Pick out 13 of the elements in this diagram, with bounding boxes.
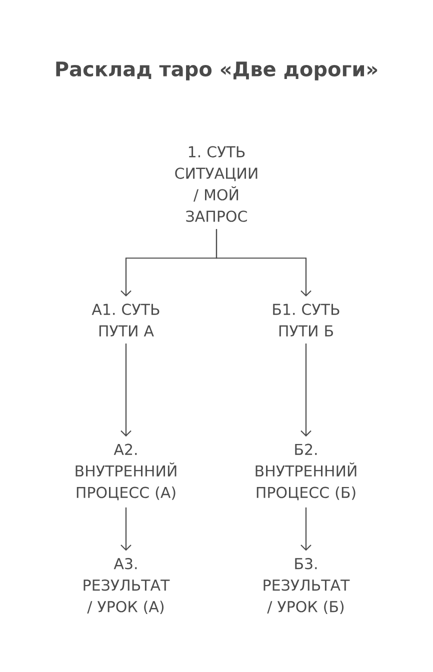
position-label: А1. СУТЬ ПУТИ А [92,304,160,336]
position-label: А3. РЕЗУЛЬТАТ / УРОК (А) [84,558,170,614]
arrow [300,507,312,551]
position-label: Б1. СУТЬ ПУТИ Б [273,304,340,336]
position-label: Б3. РЕЗУЛЬТАТ / УРОК (Б) [264,558,350,614]
title: Расклад таро «Две дороги» [56,62,378,80]
arrow [300,344,312,437]
position-label: 1. СУТЬ СИТУАЦИИ / МОЙ ЗАПРОС [175,146,258,222]
position-label: Б2. ВНУТРЕННИЙ ПРОЦЕСС (Б) [256,444,356,500]
position-label: А2. ВНУТРЕННИЙ ПРОЦЕСС (А) [76,444,176,500]
arrow [120,507,132,551]
arrow [120,344,132,437]
arrow [216,229,312,296]
